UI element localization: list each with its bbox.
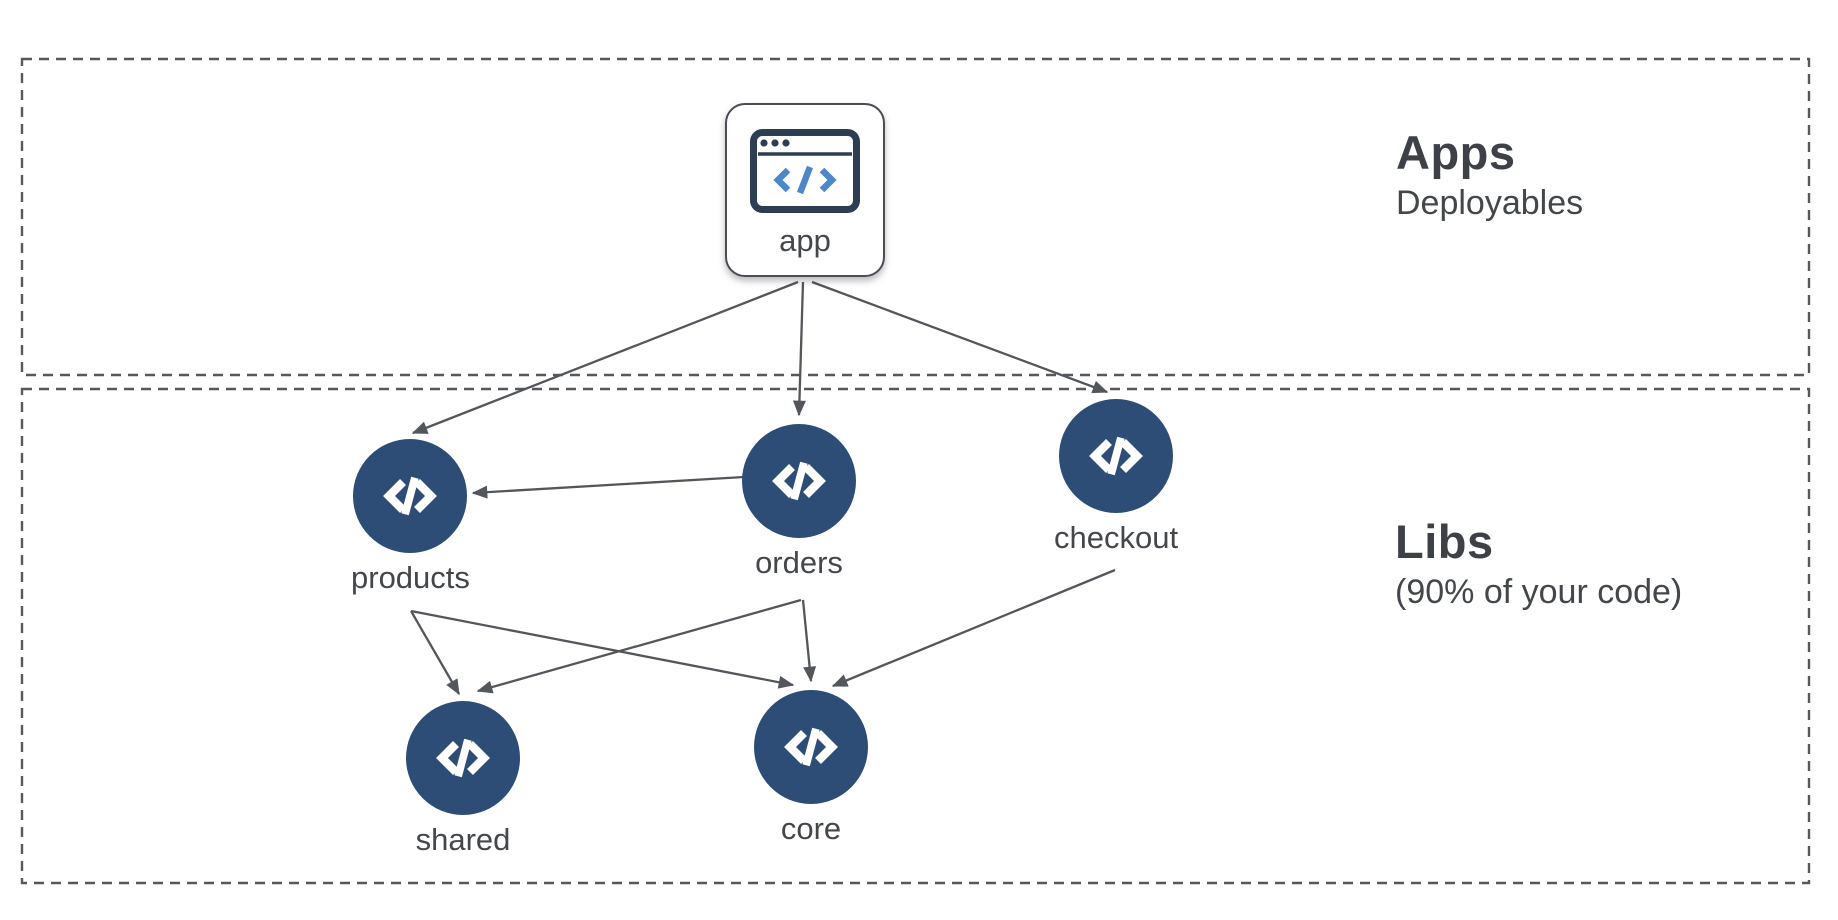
- edge-products-shared: [410, 610, 460, 696]
- code-icon: [436, 738, 490, 778]
- node-label: products: [351, 560, 470, 595]
- code-icon: [1089, 436, 1143, 476]
- edge-products-core: [410, 609, 795, 689]
- library-circle: [353, 439, 468, 553]
- libs-section-title: Libs: [1395, 515, 1494, 568]
- node-checkout: checkout: [1054, 399, 1178, 556]
- node-core: core: [754, 690, 868, 847]
- browser-code-icon: [750, 129, 860, 213]
- code-icon: [772, 461, 826, 501]
- code-icon: [784, 727, 838, 767]
- node-products: products: [351, 439, 470, 596]
- node-shared: shared: [406, 701, 520, 858]
- libs-section-border: [20, 387, 1811, 885]
- libs-section-label: Libs (90% of your code): [1395, 513, 1682, 615]
- library-circle: [406, 701, 520, 815]
- library-circle: [754, 690, 868, 804]
- node-label: orders: [755, 545, 843, 580]
- library-circle: [1059, 399, 1174, 513]
- apps-section-label: Apps Deployables: [1396, 124, 1583, 226]
- node-label: core: [780, 811, 842, 846]
- libs-section-subtitle: (90% of your code): [1395, 573, 1683, 612]
- node-label: checkout: [1054, 520, 1179, 555]
- edge-orders-products: [471, 475, 745, 499]
- edge-orders-shared: [476, 598, 802, 694]
- apps-section-subtitle: Deployables: [1396, 184, 1584, 223]
- apps-section-border: [20, 57, 1811, 377]
- edge-app-products: [411, 280, 799, 435]
- apps-section-title: Apps: [1396, 126, 1516, 179]
- library-circle: [742, 424, 856, 538]
- node-label: app: [779, 223, 831, 258]
- edge-orders-core: [801, 599, 817, 683]
- node-label: shared: [415, 822, 511, 857]
- edge-checkout-core: [831, 568, 1116, 688]
- node-app: app: [725, 103, 885, 277]
- edge-app-orders: [792, 281, 806, 417]
- node-orders: orders: [742, 424, 856, 581]
- code-icon: [383, 476, 438, 516]
- edge-app-checkout: [811, 280, 1109, 394]
